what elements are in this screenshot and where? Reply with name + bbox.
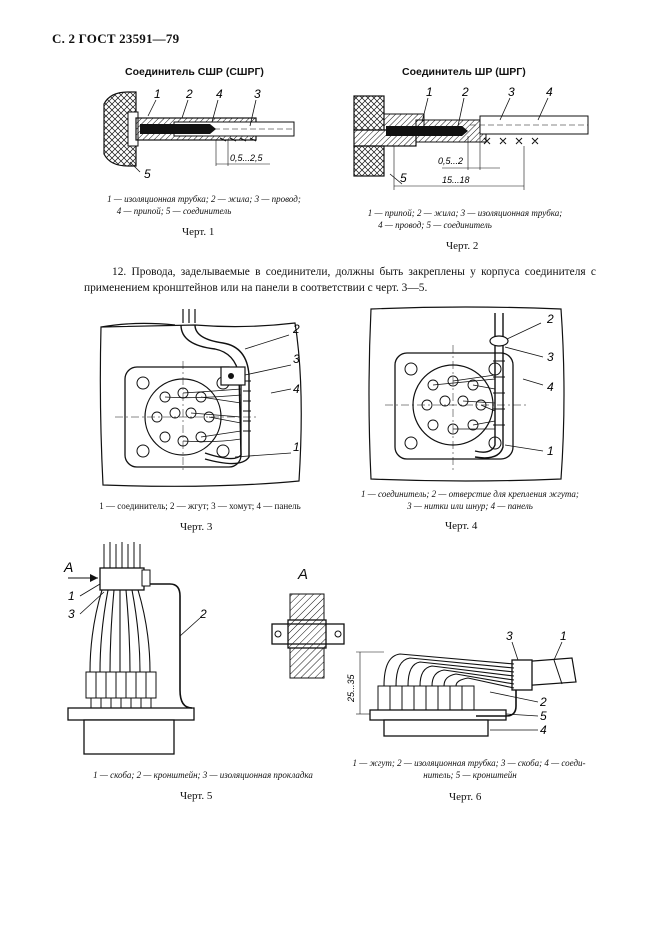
fig6-caption: Черт. 6 [449,791,482,803]
fig1-dimension: 0,5...2,5 [230,153,264,163]
fig3-drawing: 2 3 4 1 [99,309,302,487]
fig2-label-2: 2 [461,85,469,99]
fig1-drawing: 1 2 4 3 5 0,5...2,5 [103,87,295,181]
fig5-label-2: 2 [199,607,207,621]
fig1-legend-line2: 4 — припой; 5 — соединитель [116,206,232,216]
fig3-label-4: 4 [293,382,300,396]
fig5-view-title: А [298,566,309,583]
fig4-legend-line1: 1 — соединитель; 2 — отверстие для крепл… [361,489,579,499]
fig4-caption: Черт. 4 [445,520,478,532]
fig5-caption: Черт. 5 [180,790,213,802]
fig3-caption: Черт. 3 [180,521,213,533]
fig6-dimension: 25...35 [346,673,356,703]
page-header: С. 2 ГОСТ 23591—79 [52,31,180,46]
fig3-label-1: 1 [293,440,300,454]
fig4-label-3: 3 [547,350,554,364]
fig4-label-4: 4 [547,380,554,394]
fig6-legend-line2: нитель; 5 — кронштейн [423,770,517,780]
fig3-label-3: 3 [293,352,300,366]
fig6-label-3: 3 [506,629,513,643]
fig3-label-2: 2 [292,322,300,336]
fig5-view-a-drawing [271,593,345,679]
fig6-label-5: 5 [540,709,547,723]
fig6-label-4: 4 [540,723,547,737]
fig1-legend-line1: 1 — изоляционная трубка; 2 — жила; 3 — п… [107,194,301,204]
fig2-title: Соединитель ШР (ШРГ) [402,66,526,78]
fig2-legend-line1: 1 — припой; 2 — жила; 3 — изоляционная т… [367,208,563,218]
fig1-label-5: 5 [144,167,151,181]
fig1-label-3: 3 [254,87,261,101]
fig2-dimension-small: 0,5...2 [438,156,463,166]
fig2-label-1: 1 [426,85,433,99]
fig4-label-2: 2 [546,312,554,326]
fig2-label-5: 5 [400,171,407,185]
fig6-legend-line1: 1 — жгут; 2 — изоляционная трубка; 3 — с… [352,758,586,768]
fig1-caption: Черт. 1 [182,226,215,238]
fig2-dimension-large: 15...18 [442,175,470,185]
fig3-legend: 1 — соединитель; 2 — жгут; 3 — хомут; 4 … [99,501,301,511]
fig2-label-4: 4 [546,85,553,99]
fig6-label-1: 1 [560,629,567,643]
fig5-label-3: 3 [68,607,75,621]
fig6-label-2: 2 [539,695,547,709]
fig2-drawing: 1 2 3 4 5 0,5...2 15...18 [353,85,589,190]
fig1-title: Соединитель СШР (СШРГ) [125,66,264,78]
fig4-legend-line2: 3 — нитки или шнур; 4 — панель [407,501,533,511]
fig2-caption: Черт. 2 [446,240,479,252]
fig5-view-marker: А [63,559,73,575]
fig5-label-1: 1 [68,589,75,603]
fig2-legend-line2: 4 — провод; 5 — соединитель [378,220,492,230]
fig4-label-1: 1 [547,444,554,458]
fig2-label-3: 3 [508,85,515,99]
fig4-drawing: 2 3 4 1 [368,306,565,482]
fig1-label-2: 2 [185,87,193,101]
fig1-label-1: 1 [154,87,161,101]
clause-12-text: 12. Провода, заделываемые в соединители,… [84,266,596,294]
fig1-label-4: 4 [216,87,223,101]
fig6-drawing: 3 1 2 5 4 25...35 [346,629,577,737]
fig5-legend: 1 — скоба; 2 — кронштейн; 3 — изоляционн… [93,770,313,780]
fig5-drawing: А 1 3 2 [63,542,207,755]
